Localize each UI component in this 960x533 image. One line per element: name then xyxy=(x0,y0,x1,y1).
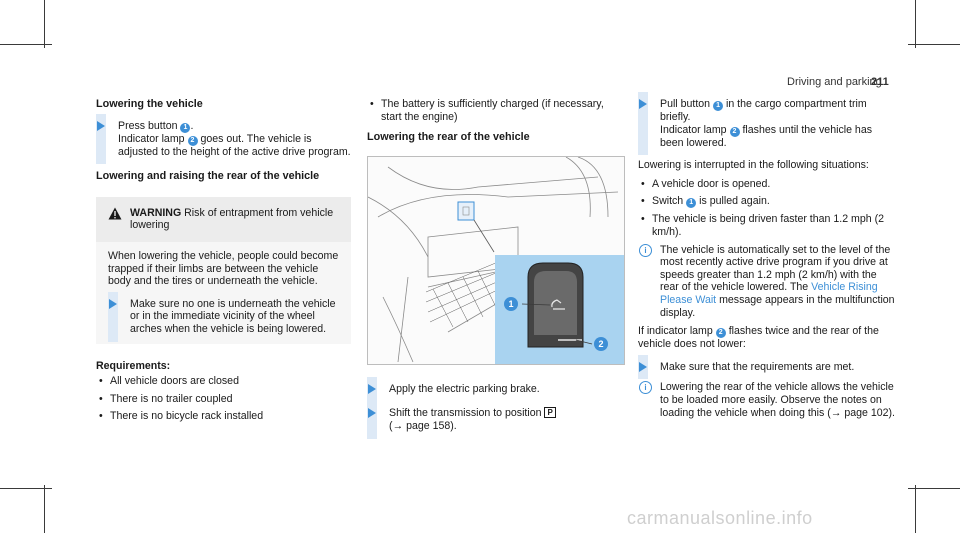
crop-mark xyxy=(908,488,960,489)
paragraph-text: If indicator lamp xyxy=(638,325,713,338)
crop-mark xyxy=(0,488,52,489)
interruption-item: A vehicle door is opened. xyxy=(638,178,898,191)
step-text: Make sure that the requirements are met. xyxy=(660,360,855,373)
crop-mark xyxy=(908,44,960,45)
step-press-button: Press button 1. Indicator lamp 2 goes ou… xyxy=(96,113,351,164)
crop-mark xyxy=(44,0,45,48)
note-loading: i Lowering the rear of the vehicle allow… xyxy=(638,381,898,419)
interruption-item: Switch 1 is pulled again. xyxy=(638,195,898,209)
interruption-text: is pulled again. xyxy=(699,195,770,208)
note-text: message appears in the multifunction dis… xyxy=(660,293,895,319)
info-icon: i xyxy=(639,243,652,257)
step-pull-button: Pull button 1 in the cargo compartment t… xyxy=(638,91,898,156)
info-icon: i xyxy=(639,381,652,395)
step-text: Shift the transmission to position xyxy=(389,407,542,420)
illustration-cargo-compartment: 1 2 xyxy=(367,155,625,365)
step-arrow-icon xyxy=(639,99,647,109)
marker-2-icon: 2 xyxy=(187,135,198,146)
requirement-item: All vehicle doors are closed xyxy=(96,375,351,388)
marker-1-icon: 1 xyxy=(180,122,191,133)
requirement-item: There is no bicycle rack installed xyxy=(96,410,351,423)
cargo-compartment-drawing xyxy=(368,156,624,364)
step-arrow-icon xyxy=(109,298,117,309)
step-text: Indicator lamp xyxy=(660,123,727,136)
column-3: Pull button 1 in the cargo compartment t… xyxy=(638,91,898,425)
note-text: The vehicle is automatically set to the … xyxy=(660,243,891,294)
heading-lowering-vehicle: Lowering the vehicle xyxy=(96,98,203,110)
step-arrow-icon xyxy=(639,361,647,372)
marker-1-icon: 1 xyxy=(686,198,697,209)
section-title: Driving and parking xyxy=(787,76,882,88)
gear-p-icon: P xyxy=(544,407,556,419)
page-reference: (→ page 158). xyxy=(389,419,457,432)
indicator-flash-paragraph: If indicator lamp 2 flashes twice and th… xyxy=(638,325,898,351)
step-text: Press button xyxy=(118,119,178,132)
requirement-item: The battery is sufficiently charged (if … xyxy=(367,98,623,123)
display-message-text: Vehicle Rising Please Wait xyxy=(660,281,878,306)
column-2: The battery is sufficiently charged (if … xyxy=(367,98,625,441)
step-arrow-icon xyxy=(368,383,376,394)
step-text: flashes until the vehicle has been lower… xyxy=(660,123,873,149)
marker-1-icon: 1 xyxy=(504,296,518,311)
paragraph-text: flashes twice and the rear of the vehicl… xyxy=(638,325,879,351)
step-text: in the cargo compartment trim briefly. xyxy=(660,98,867,123)
page-number: 211 xyxy=(871,76,889,88)
interruption-item: The vehicle is being driven faster than … xyxy=(638,213,898,238)
step-text: Pull button xyxy=(660,98,711,110)
step-arrow-icon xyxy=(97,120,105,131)
requirement-item: There is no trailer coupled xyxy=(96,393,351,406)
warning-box: WARNING Risk of entrapment from vehicle … xyxy=(96,196,351,344)
watermark: carmanualsonline.info xyxy=(627,508,813,528)
step-arrow-icon xyxy=(368,408,376,419)
crop-mark xyxy=(44,485,45,533)
step-text: goes out. The vehicle is adjusted to the… xyxy=(118,132,351,158)
column-1: Lowering the vehicle Press button 1. Ind… xyxy=(96,98,351,428)
marker-2-icon: 2 xyxy=(594,336,608,351)
step-text: Apply the electric parking brake. xyxy=(389,382,540,395)
step-text: . xyxy=(190,119,194,132)
crop-mark xyxy=(0,44,52,45)
step-shift-transmission: Shift the transmission to position P (→ … xyxy=(367,401,623,439)
interruption-intro: Lowering is interrupted in the following… xyxy=(638,159,869,172)
heading-lowering-rear: Lowering the rear of the vehicle xyxy=(367,131,530,144)
marker-1-icon: 1 xyxy=(713,101,724,111)
crop-mark xyxy=(915,485,916,533)
warning-title: Risk of entrapment from vehicle lowering xyxy=(130,206,334,232)
crop-mark xyxy=(915,0,916,48)
note-text: Lowering the rear of the vehicle allows … xyxy=(660,381,895,419)
marker-2-icon: 2 xyxy=(729,126,740,137)
warning-triangle-icon xyxy=(108,207,122,220)
warning-body: When lowering the vehicle, people could … xyxy=(96,241,351,344)
marker-2-icon: 2 xyxy=(715,328,726,339)
warning-header: WARNING Risk of entrapment from vehicle … xyxy=(108,207,339,232)
interruption-text: Switch xyxy=(652,195,684,208)
step-apply-parking-brake: Apply the electric parking brake. xyxy=(367,376,623,401)
warning-text: When lowering the vehicle, people could … xyxy=(108,249,339,288)
warning-step: Make sure no one is underneath the vehic… xyxy=(108,291,339,342)
step-text: Make sure no one is underneath the vehic… xyxy=(130,297,336,335)
step-check-requirements: Make sure that the requirements are met. xyxy=(638,354,898,379)
requirements-heading: Requirements: xyxy=(96,359,171,372)
heading-lowering-raising-rear: Lowering and raising the rear of the veh… xyxy=(96,170,320,183)
warning-label: WARNING xyxy=(130,206,182,219)
note-auto-level: i The vehicle is automatically set to th… xyxy=(638,243,898,320)
step-text: Indicator lamp xyxy=(118,132,185,145)
